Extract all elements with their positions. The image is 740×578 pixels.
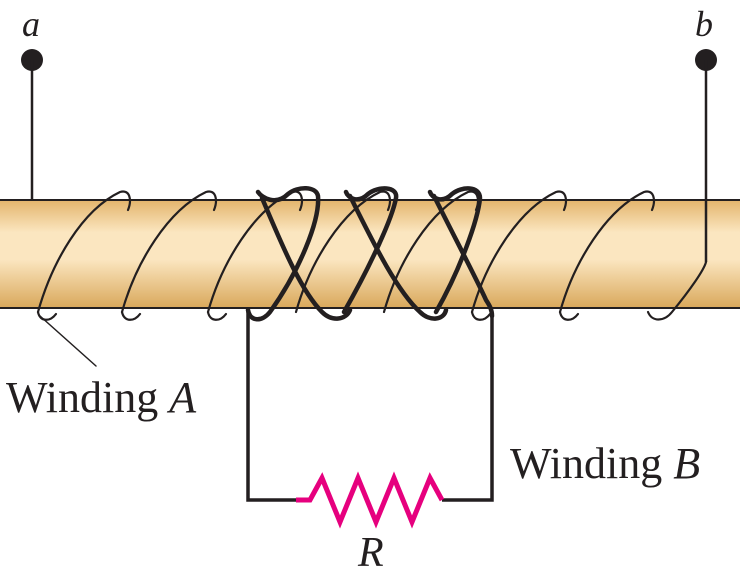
- resistor-zigzag: [296, 471, 445, 529]
- winding-b-turn-4: [347, 193, 449, 321]
- winding-a-label: Winding A: [6, 373, 197, 422]
- circuit-right-leg: [442, 316, 494, 502]
- winding-a-hook-1: [36, 310, 58, 321]
- winding-a-turn-4: [294, 190, 391, 314]
- winding-a-hook-2: [120, 310, 142, 321]
- winding-a-turn-6: [470, 190, 567, 314]
- terminal-b-label: b: [695, 4, 713, 44]
- winding-a-turn-1: [36, 190, 131, 314]
- winding-b-label: Winding B: [510, 439, 700, 488]
- circuit-left-leg: [246, 310, 296, 502]
- winding-a-turn-2: [120, 190, 217, 314]
- winding-b-label-word: Winding: [510, 439, 662, 488]
- resistor-label: R: [357, 530, 384, 576]
- winding-b-turn-5: [427, 186, 483, 315]
- terminal-a: [21, 49, 43, 200]
- winding-a-hook-8: [646, 260, 708, 321]
- winding-a-label-letter: A: [166, 373, 197, 422]
- winding-a-hook-3: [206, 310, 228, 321]
- winding-a-turn-7: [558, 190, 655, 314]
- iron-core: [0, 200, 740, 308]
- winding-b-label-letter: B: [673, 439, 700, 488]
- winding-a-hook-7: [558, 310, 580, 321]
- winding-b-turn-1: [245, 186, 321, 322]
- winding-b-turn-2: [259, 195, 353, 321]
- winding-a-pointer: [39, 315, 97, 367]
- winding-b-circuit: [246, 310, 494, 502]
- winding-b: [245, 186, 495, 322]
- winding-a-hook-6: [470, 310, 492, 321]
- terminal-a-label: a: [22, 4, 40, 44]
- winding-a-label-word: Winding: [6, 373, 158, 422]
- terminal-b: [695, 49, 717, 262]
- winding-b-turn-3: [341, 186, 399, 315]
- winding-b-turn-6: [431, 193, 495, 319]
